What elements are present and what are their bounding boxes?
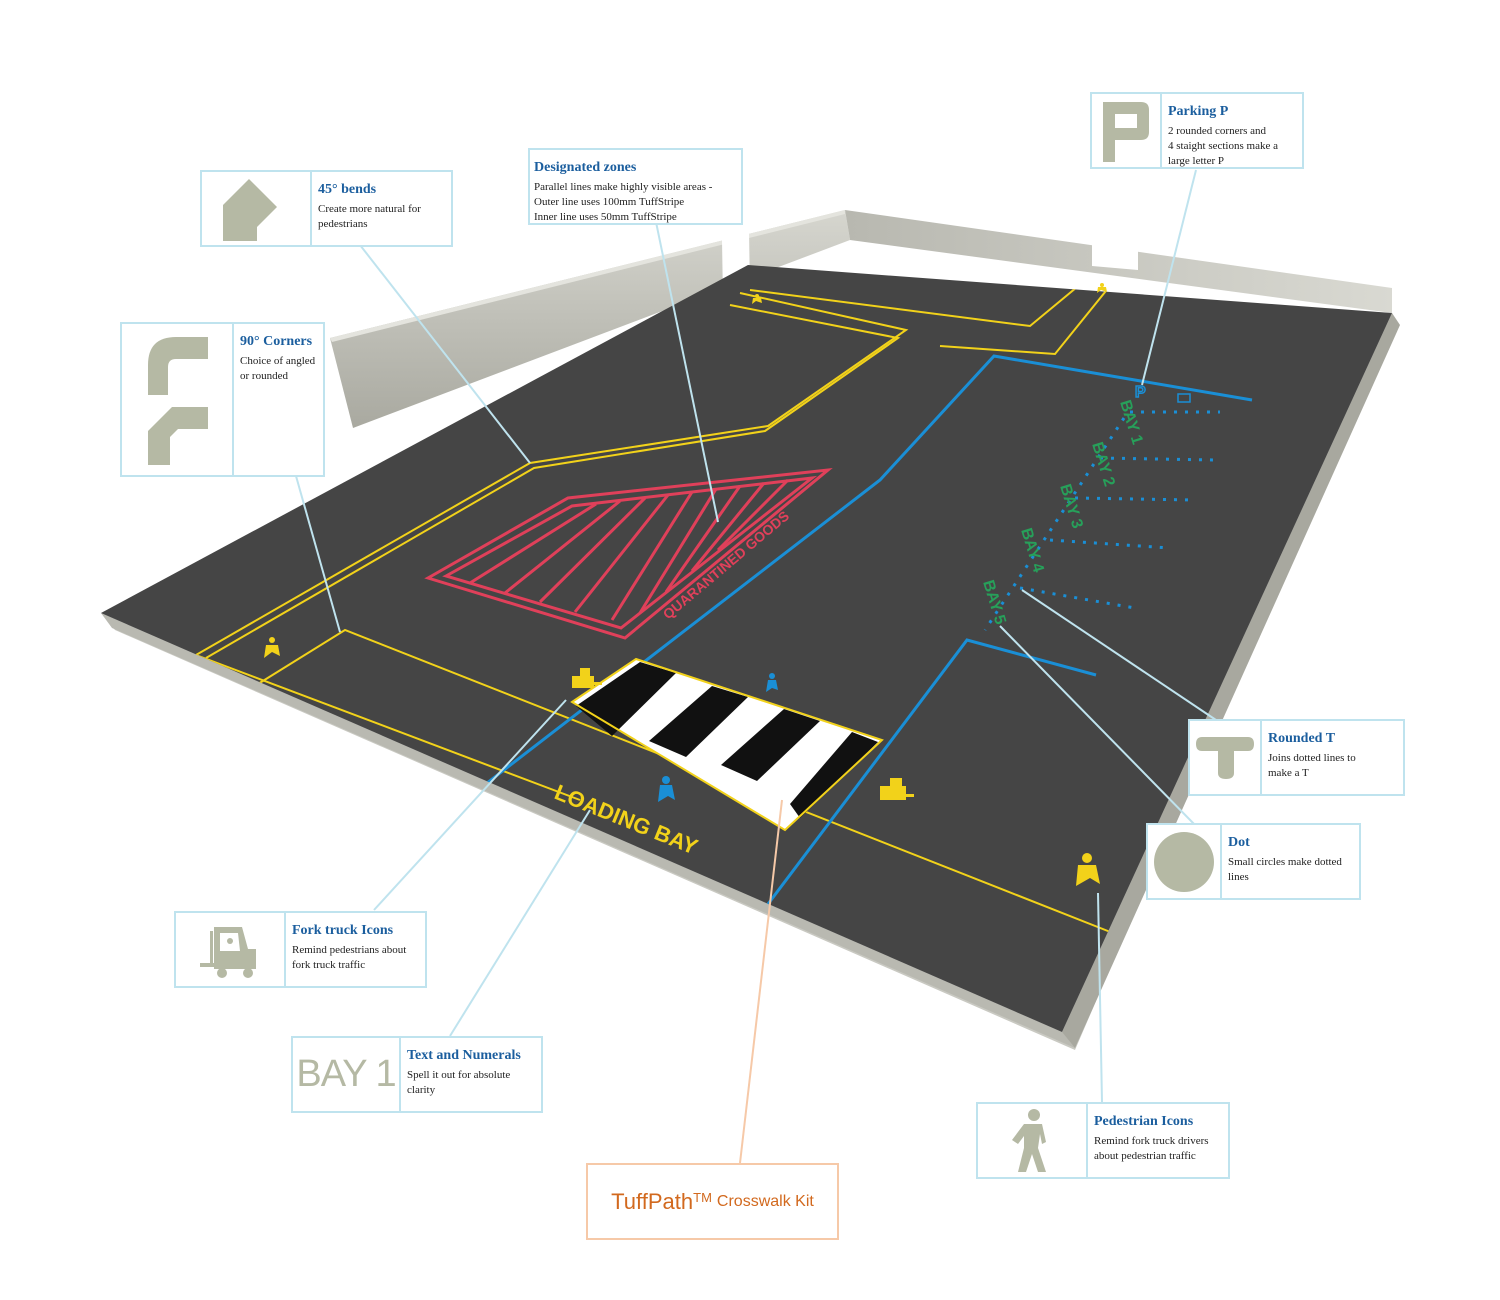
pedestrian-icon-floor-2 <box>658 776 675 802</box>
pedestrian-icon <box>1012 1108 1046 1172</box>
callout-desc: Choice of angled or rounded <box>240 355 316 382</box>
fork-truck-icon <box>200 926 256 978</box>
kit-leader-line <box>739 799 783 1164</box>
callout-title: 90° Corners <box>240 334 313 349</box>
callout-desc: 2 rounded corners and 4 staight sections… <box>1168 125 1278 167</box>
floor-surface <box>101 265 1392 1032</box>
callout-title: 45° bends <box>318 182 377 197</box>
kit-label: Crosswalk Kit <box>716 1192 814 1210</box>
bay-dotted-lines <box>983 410 1220 631</box>
pedestrian-icon-floor-3 <box>1076 853 1100 886</box>
callout-parking-p: Parking P 2 rounded corners and 4 staight… <box>1090 92 1304 169</box>
dot-icon <box>1154 831 1214 892</box>
callout-desc: Parallel lines make highly visible areas… <box>534 181 713 223</box>
floor-base-edge <box>101 613 1075 1048</box>
callout-title: Pedestrian Icons <box>1094 1114 1194 1129</box>
callout-desc: Small circles make dotted lines <box>1228 856 1342 883</box>
callout-desc: Remind pedestrians about fork truck traf… <box>292 944 407 971</box>
bend-icon <box>223 178 277 241</box>
door-right <box>1092 226 1138 270</box>
callout-rounded-t: Rounded T Joins dotted lines to make a T <box>1188 719 1405 796</box>
leader-lines <box>295 169 1217 1103</box>
callout-title: Parking P <box>1168 104 1229 119</box>
callout-desc: Remind fork truck drivers about pedestri… <box>1094 1135 1209 1162</box>
pedestrian-icon-floor-6 <box>1097 283 1107 293</box>
parking-letter: P <box>1135 384 1146 401</box>
callout-title: Dot <box>1228 835 1250 850</box>
callout-title: Text and Numerals <box>407 1048 521 1063</box>
callout-title: Rounded T <box>1268 731 1336 746</box>
pedestrian-icon-floor-4 <box>264 637 280 658</box>
callout-desc: Spell it out for absolute clarity <box>407 1069 511 1096</box>
pedestrian-icon-floor-5 <box>752 294 762 304</box>
fork-truck-icon-floor-1 <box>572 668 602 688</box>
blue-path-lines <box>477 354 1253 913</box>
angled-corner-icon <box>148 406 208 465</box>
callout-desc: Create more natural for pedestrians <box>318 203 421 230</box>
callout-desc: Joins dotted lines to make a T <box>1268 752 1356 779</box>
parking-p-icon <box>1103 101 1149 162</box>
rounded-corner-icon <box>148 336 208 395</box>
callout-title: Designated zones <box>534 160 637 175</box>
wall-left-top <box>330 210 845 342</box>
quarantined-zone <box>424 467 833 640</box>
pedestrian-icon-floor-1 <box>766 673 778 692</box>
rounded-t-icon <box>1196 736 1254 779</box>
bay-sample-text: BAY 1 <box>296 1053 396 1095</box>
fork-truck-icon-floor-2 <box>880 778 914 800</box>
kit-trademark: TM <box>693 1190 712 1205</box>
fork-truck-icon-floor-3 <box>1177 393 1191 403</box>
kit-name: TuffPath <box>611 1188 694 1214</box>
callout-title: Fork truck Icons <box>292 923 394 938</box>
